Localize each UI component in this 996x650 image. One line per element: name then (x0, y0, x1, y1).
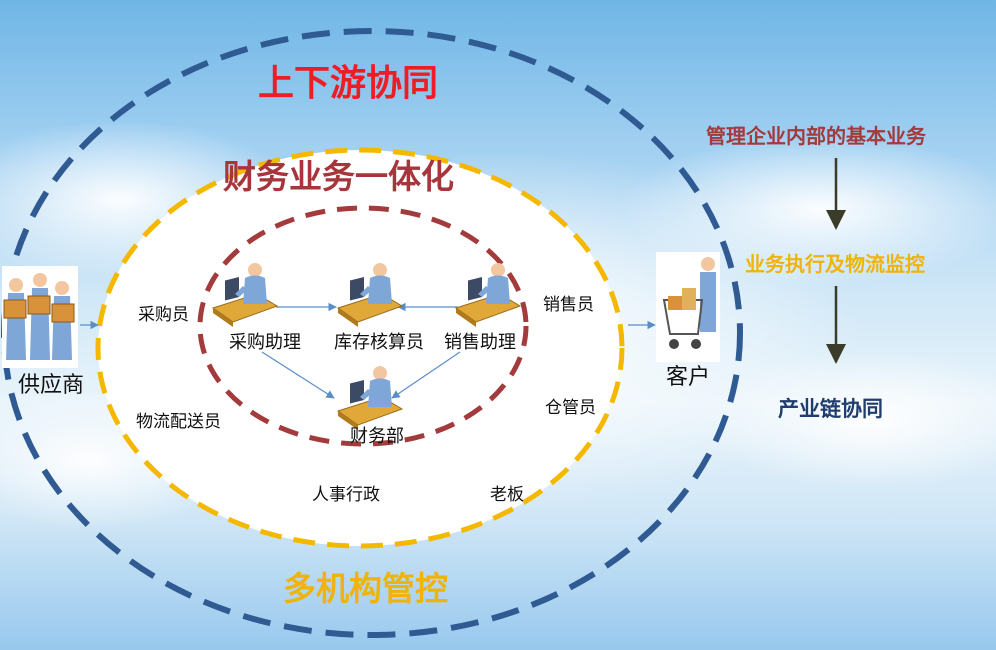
supplier-icon (2, 266, 78, 368)
middle-ring (95, 147, 625, 549)
role-logistics: 物流配送员 (136, 412, 221, 432)
side-step-internal: 管理企业内部的基本业务 (706, 124, 926, 148)
inner-ring (197, 205, 529, 447)
role-warehouse: 仓管员 (545, 398, 596, 418)
role-buyer: 采购员 (138, 305, 189, 325)
side-step-industry-chain: 产业链协同 (778, 397, 883, 421)
flow-arrows (80, 302, 656, 399)
role-hr-admin: 人事行政 (312, 485, 380, 505)
side-step-execution: 业务执行及物流监控 (745, 252, 925, 276)
role-salesperson: 销售员 (543, 295, 594, 315)
customer-label: 客户 (666, 365, 711, 390)
supplier-label: 供应商 (18, 373, 85, 398)
node-sales-assistant: 销售助理 (444, 332, 516, 353)
node-finance: 财务部 (350, 426, 404, 447)
customer-icon (656, 252, 720, 362)
node-purchase-assistant: 采购助理 (229, 332, 301, 353)
title-multi-org-control: 多机构管控 (283, 569, 448, 608)
role-boss: 老板 (490, 485, 524, 505)
title-upstream-downstream: 上下游协同 (258, 63, 439, 104)
title-finance-business: 财务业务一体化 (223, 157, 454, 196)
node-inventory-accountant: 库存核算员 (334, 332, 424, 353)
